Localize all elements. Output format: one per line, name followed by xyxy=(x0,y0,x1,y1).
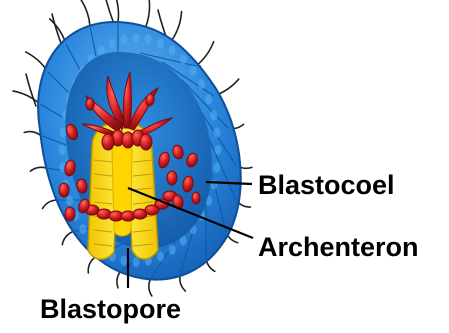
ectoderm-cell-highlight xyxy=(180,54,187,64)
cilium xyxy=(24,132,40,135)
ectoderm-cell-highlight xyxy=(198,79,205,89)
ectoderm-cell-highlight xyxy=(169,45,176,55)
archenteron-label: Archenteron xyxy=(258,232,419,262)
cilium xyxy=(146,0,150,26)
mesenchyme-cell xyxy=(86,98,94,110)
cilium xyxy=(172,12,182,40)
ectoderm-cell-highlight xyxy=(120,34,127,44)
ectoderm-cell-highlight xyxy=(205,94,212,104)
ectoderm-cell-highlight xyxy=(213,127,220,137)
ectoderm-cell-highlight xyxy=(157,38,164,48)
ectoderm-cell-highlight xyxy=(59,127,66,137)
ectoderm-cell-highlight xyxy=(145,34,152,44)
ectoderm-cell-highlight xyxy=(215,145,222,155)
cilium xyxy=(114,0,118,22)
cilium xyxy=(88,258,94,273)
cilium xyxy=(26,74,36,106)
cilium xyxy=(180,276,186,291)
ectoderm-cell-highlight xyxy=(120,256,127,266)
mesenchyme-cell xyxy=(167,171,177,185)
ectoderm-cell-highlight xyxy=(66,196,73,206)
mesenchyme-cell xyxy=(102,134,114,150)
blastocoel-label: Blastocoel xyxy=(258,170,395,200)
cilium xyxy=(196,42,214,66)
ectoderm-cell-highlight xyxy=(213,163,220,173)
ectoderm-cell-highlight xyxy=(133,33,140,43)
mesenchyme-cell xyxy=(65,207,75,221)
cilium xyxy=(13,91,40,104)
cilium xyxy=(104,0,114,24)
ectoderm-cell-highlight xyxy=(109,38,116,48)
mesenchyme-cell xyxy=(140,134,152,150)
ectoderm-cell-highlight xyxy=(133,257,140,267)
cilium xyxy=(30,167,46,171)
mesenchyme-cell xyxy=(59,183,69,197)
ectoderm-cell-highlight xyxy=(98,45,105,55)
ectoderm-cell-highlight xyxy=(79,224,86,234)
cilium xyxy=(42,200,56,209)
blastopore-label: Blastopore xyxy=(40,294,181,324)
ectoderm-cell-highlight xyxy=(157,252,164,262)
ectoderm-cell-highlight xyxy=(210,110,217,120)
ectoderm-cell-highlight xyxy=(59,145,66,155)
cilium xyxy=(62,232,72,245)
cilium xyxy=(117,272,120,288)
ectoderm-cell-highlight xyxy=(210,180,217,190)
cilium xyxy=(52,14,62,46)
mesenchyme-cell xyxy=(192,192,200,204)
cilium xyxy=(80,0,90,26)
ectoderm-cell-highlight xyxy=(190,66,197,76)
ectoderm-cell-highlight xyxy=(169,245,176,255)
